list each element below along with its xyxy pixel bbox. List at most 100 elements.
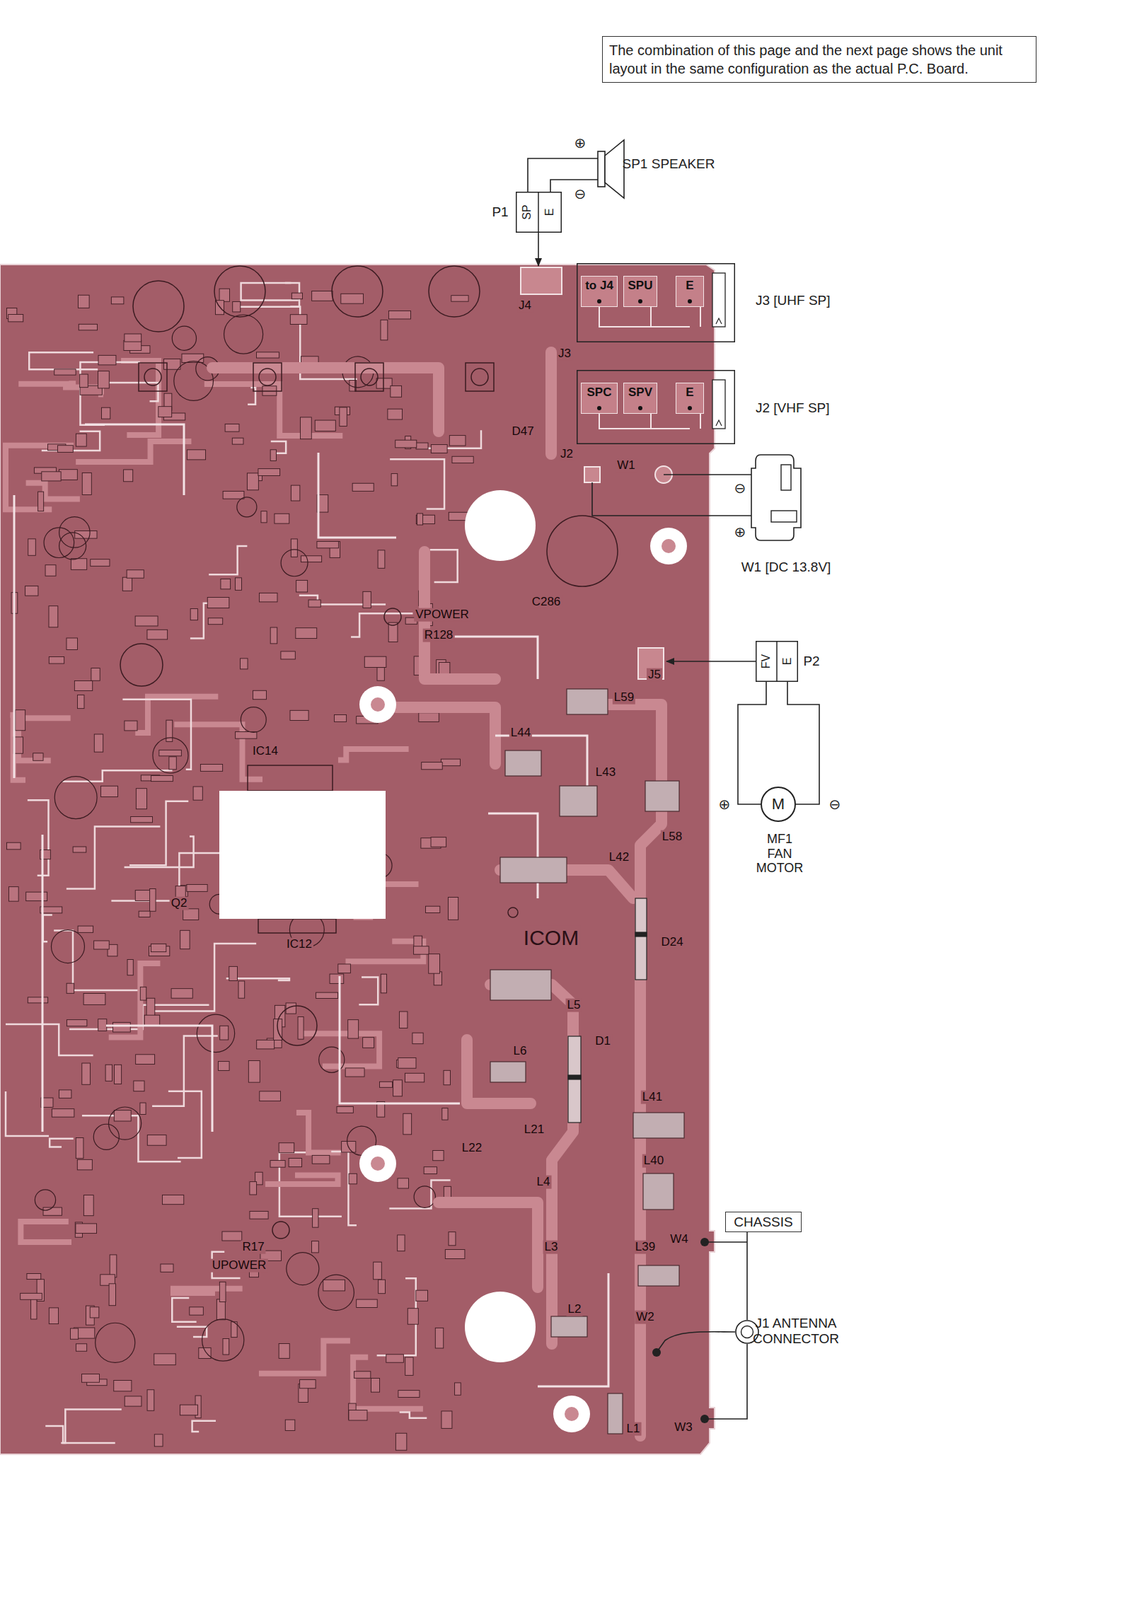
smd-part xyxy=(75,433,87,447)
part-label: Q2 xyxy=(169,897,189,911)
board-artwork xyxy=(471,368,489,386)
smd-part xyxy=(428,954,441,974)
smd-part xyxy=(154,1354,176,1366)
smd-part xyxy=(378,1279,386,1295)
smd-part xyxy=(448,897,459,920)
smd-part xyxy=(109,1255,117,1278)
board-artwork xyxy=(120,643,163,687)
board-artwork xyxy=(355,362,384,392)
board-artwork xyxy=(597,151,605,187)
part-label: J3 xyxy=(556,347,573,361)
smd-part xyxy=(66,638,78,650)
smd-part xyxy=(377,550,385,569)
smd-part xyxy=(249,1211,269,1220)
capacitor-outline xyxy=(224,314,264,354)
polarity-symbol: ⊖ xyxy=(829,796,842,813)
board-artwork xyxy=(550,179,598,192)
node-heading: E xyxy=(543,208,557,217)
smd-part xyxy=(126,570,144,579)
node-text: SPU xyxy=(628,278,654,293)
smd-part xyxy=(57,445,73,453)
node-text: SPV xyxy=(628,385,653,400)
pcb-trace xyxy=(173,1289,243,1294)
smd-part xyxy=(314,420,336,431)
smd-part xyxy=(308,599,321,608)
pcb-trace xyxy=(358,977,378,1006)
smd-part xyxy=(6,842,21,850)
smd-part xyxy=(413,936,423,948)
node-heading: FV xyxy=(759,654,773,669)
smd-part xyxy=(296,580,308,593)
board-artwork xyxy=(516,192,562,233)
smd-part xyxy=(229,966,238,981)
smd-part xyxy=(222,491,245,499)
smd-part xyxy=(404,1073,424,1083)
part-label: L43 xyxy=(594,766,617,780)
smd-part xyxy=(371,1378,380,1394)
pcb-trace xyxy=(49,1139,74,1148)
smd-part xyxy=(78,324,97,331)
smd-part xyxy=(246,473,259,491)
capacitor-outline xyxy=(318,1274,355,1311)
smd-part xyxy=(98,1019,107,1032)
board-artwork xyxy=(370,697,385,712)
ic-package xyxy=(219,790,386,920)
smd-part xyxy=(83,994,106,1006)
smd-part xyxy=(291,292,303,300)
board-artwork xyxy=(584,466,600,483)
board-artwork xyxy=(359,1145,397,1183)
smd-part xyxy=(150,776,173,782)
smd-part xyxy=(413,946,429,955)
board-artwork xyxy=(490,1061,526,1083)
pcb-trace xyxy=(75,441,192,462)
board-artwork xyxy=(638,406,643,411)
board-artwork xyxy=(339,976,460,1104)
board-artwork xyxy=(650,527,687,565)
board-artwork xyxy=(464,1291,536,1363)
jack-pad: E xyxy=(675,275,704,308)
board-artwork xyxy=(144,368,162,386)
smd-part xyxy=(362,591,371,608)
smd-part xyxy=(200,764,223,772)
board-artwork xyxy=(520,267,562,295)
smd-part xyxy=(198,1347,211,1359)
smd-part xyxy=(373,1262,383,1280)
part-label: L58 xyxy=(660,830,684,845)
smd-part xyxy=(423,1167,437,1175)
board-artwork xyxy=(537,191,540,233)
smd-part xyxy=(130,817,153,823)
pcb-trace xyxy=(53,930,145,991)
board-artwork xyxy=(715,420,722,426)
speaker-jack: J3 [UHF SP]to J4SPUE xyxy=(576,263,736,343)
board-artwork xyxy=(546,515,618,587)
pcb-trace xyxy=(296,1112,342,1153)
wire xyxy=(527,158,820,1420)
capacitor-outline xyxy=(240,707,267,733)
pcb-trace xyxy=(152,1036,218,1107)
smd-part xyxy=(164,358,181,370)
smd-part xyxy=(127,959,134,975)
smd-part xyxy=(41,471,61,482)
smd-part xyxy=(352,483,374,492)
smd-part xyxy=(356,1299,378,1308)
board-terminal xyxy=(652,1238,709,1424)
board-artwork xyxy=(253,362,282,392)
smd-part xyxy=(339,407,347,427)
pcb-trace xyxy=(5,1024,94,1056)
smd-part xyxy=(448,512,468,521)
board-artwork xyxy=(787,682,820,805)
smd-part xyxy=(75,1137,84,1159)
pcb-trace xyxy=(302,1033,380,1067)
board-artwork xyxy=(568,1036,581,1123)
smd-part xyxy=(311,1241,319,1253)
pcb-trace xyxy=(345,941,424,962)
smd-part xyxy=(416,513,423,525)
smd-part xyxy=(147,629,168,640)
pcb-trace xyxy=(389,459,445,509)
smd-part xyxy=(312,1209,319,1228)
smd-part xyxy=(147,1135,167,1147)
smd-part xyxy=(77,926,94,933)
board-artwork xyxy=(331,266,383,317)
smd-part xyxy=(278,1143,295,1154)
